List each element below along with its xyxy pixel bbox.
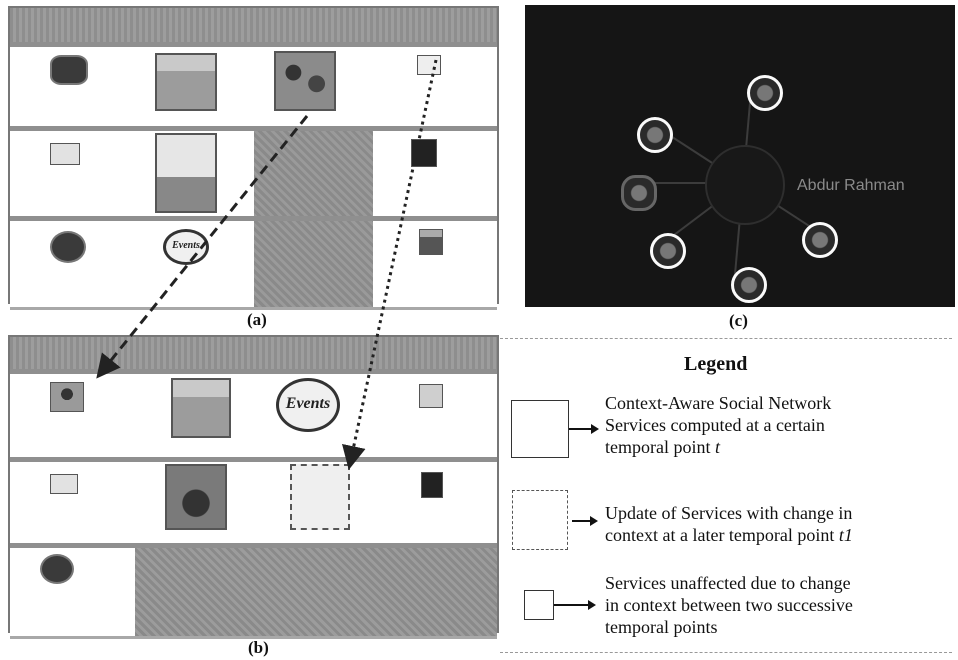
legend-item-3-text: Services unaffected due to change in con… [605,572,955,638]
caption-c: (c) [729,311,748,330]
friend-node[interactable] [650,233,686,269]
legend-item-2-variable: t1 [838,525,853,545]
panel-b-titlebar [10,337,497,369]
events-service-icon[interactable]: Events [163,229,209,265]
badge-service-icon[interactable] [419,229,443,255]
panel-b-cell [135,374,256,462]
dark-service-icon[interactable] [421,472,443,498]
news-reader-thumbnail[interactable] [155,133,217,213]
legend-item-1-line-3: temporal point t [605,436,955,458]
panel-b-row-1: Events [10,369,497,465]
legend-item-2-line-1: Update of Services with change in [605,503,853,523]
legend-solid-box [511,400,569,458]
caption-a: (a) [247,310,267,329]
panel-b-cell [10,462,137,548]
legend-arrow [569,428,591,430]
legend-item-3-line-1: Services unaffected due to change [605,573,851,593]
legend-bottom-rule [500,652,952,653]
panel-a-cell [373,131,497,221]
group-service-icon[interactable] [50,55,88,85]
panel-a-cell [10,47,137,131]
calendar-service-icon[interactable] [419,384,443,408]
panel-b-cell [135,462,256,548]
legend-arrow [554,604,588,606]
panel-a-empty-cell [254,221,375,307]
dark-service-icon[interactable] [411,139,437,167]
user-hub-node[interactable] [705,145,785,225]
panel-b-cell [10,548,137,636]
legend-small-box [524,590,554,620]
events-badge-label: Events [285,395,331,412]
legend-item-2-text: Update of Services with change in contex… [605,502,955,546]
events-badge-label: Events [172,240,200,251]
panel-b-empty-area [135,548,497,636]
profile-card-thumbnail[interactable] [171,378,231,438]
dotted-arrow-bird-service [342,59,438,470]
legend-item-1-text: Context-Aware Social Network Services co… [605,392,955,458]
contact-service-icon[interactable] [50,474,78,494]
legend-arrow-head [588,600,596,610]
legend-dashed-box [512,490,568,550]
sports-service-icon[interactable] [40,554,74,584]
legend-top-rule [500,338,952,339]
panel-a-cell [10,131,137,221]
panel-a-cell [254,47,375,131]
panel-a-cell [373,221,497,307]
legend-item-1-variable: t [714,437,720,457]
legend-item-2-line-2: context at a later temporal point t1 [605,524,955,546]
caption-b: (b) [248,638,269,657]
photo-gallery-thumbnail[interactable] [274,51,336,111]
friend-node[interactable] [637,117,673,153]
legend-item-1-line-3-text: temporal point [605,437,715,457]
panel-a-cell: Events [135,221,256,307]
friend-node[interactable] [802,222,838,258]
panel-a-cell [10,221,137,307]
sports-service-icon[interactable] [50,231,86,263]
legend-item-3-line-2: in context between two successive [605,595,853,615]
panel-b-cell [254,462,375,548]
friend-node[interactable] [621,175,657,211]
legend-arrow-head [591,424,599,434]
legend-arrow-head [590,516,598,526]
profile-card-thumbnail[interactable] [155,53,217,111]
group-service-thumbnail[interactable] [165,464,227,530]
panel-a-row-1 [10,42,497,134]
events-service-icon[interactable]: Events [276,378,340,432]
panel-a-service-grid: Events [8,6,499,310]
panel-b-row-2 [10,457,497,551]
panel-b-cell [373,374,497,462]
user-hub-name: Abdur Rahman [797,177,905,194]
legend-arrow [572,520,590,522]
friend-node[interactable] [731,267,767,303]
panel-a-row-2 [10,126,497,224]
dashed-arrow-photo-gallery [96,115,309,379]
panel-b-cell [373,462,497,548]
contact-service-icon[interactable] [50,143,80,165]
legend-item-2-line-2-text: context at a later temporal point [605,525,839,545]
legend-item-1-line-2: Services computed at a certain [605,415,825,435]
panel-a-cell [135,131,256,221]
panel-b-cell [10,374,137,462]
legend-item-1-line-1: Context-Aware Social Network [605,393,832,413]
photo-gallery-service-icon[interactable] [50,382,84,412]
legend-item-3-line-3: temporal points [605,617,718,637]
panel-b-row-3 [10,543,497,639]
panel-c-social-graph: Abdur Rahman [525,5,955,307]
friend-node[interactable] [747,75,783,111]
bird-service-thumbnail[interactable] [290,464,350,530]
panel-a-row-3: Events [10,216,497,310]
panel-b-service-grid: Events [8,335,499,639]
legend-title: Legend [684,353,748,375]
panel-a-titlebar [10,8,497,42]
